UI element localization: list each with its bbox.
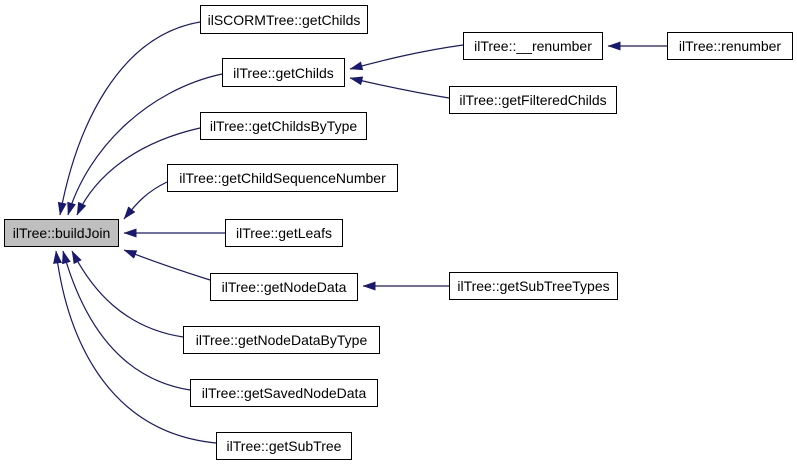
node-label: ilTree::getChildsByType	[209, 118, 358, 134]
node-ilscormtree-getchilds[interactable]: ilSCORMTree::getChilds	[200, 5, 368, 34]
node-getchildsbytype[interactable]: ilTree::getChildsByType	[200, 112, 367, 140]
edge-getfilteredchilds-to-getchilds	[349, 76, 450, 99]
node-buildjoin: ilTree::buildJoin	[4, 219, 119, 247]
edge-gettchilds-to-buildjoin	[67, 73, 223, 216]
edge-getsubtree-to-buildjoin	[53, 250, 217, 444]
node-getchildsequencenumber[interactable]: ilTree::getChildSequenceNumber	[167, 164, 398, 192]
edge-renumber-internal-to-getchilds	[349, 44, 464, 71]
node-label: ilTree::getFilteredChilds	[459, 92, 607, 108]
node-getchilds[interactable]: ilTree::getChilds	[222, 58, 345, 87]
node-label: ilTree::__renumber	[474, 38, 592, 54]
node-getsubtreetypes[interactable]: ilTree::getSubTreeTypes	[449, 272, 618, 300]
edge-getchildsbytype-to-buildjoin	[76, 127, 201, 216]
node-label: ilTree::getSubTree	[226, 438, 342, 454]
node-label: ilTree::getLeafs	[236, 225, 332, 241]
edge-ilscormtree-getchilds-to-buildjoin	[57, 21, 201, 216]
edge-getnodedatabytype-to-buildjoin	[71, 250, 184, 338]
node-label: ilTree::buildJoin	[12, 225, 111, 241]
node-renumber-internal[interactable]: ilTree::__renumber	[463, 32, 603, 60]
node-label: ilSCORMTree::getChilds	[207, 11, 361, 28]
node-label: ilTree::getNodeData	[221, 279, 347, 295]
node-getnodedatabytype[interactable]: ilTree::getNodeDataByType	[183, 326, 380, 354]
edge-getnodedata-to-buildjoin	[123, 249, 211, 281]
node-getfilteredchilds[interactable]: ilTree::getFilteredChilds	[449, 86, 617, 114]
node-getnodedata[interactable]: ilTree::getNodeData	[210, 273, 358, 301]
node-getsavednodedata[interactable]: ilTree::getSavedNodeData	[190, 379, 378, 407]
node-label: ilTree::getSavedNodeData	[201, 385, 367, 401]
node-label: ilTree::getChildSequenceNumber	[179, 170, 386, 186]
node-getsubtree[interactable]: ilTree::getSubTree	[216, 432, 352, 460]
node-getleafs[interactable]: ilTree::getLeafs	[225, 219, 343, 247]
edge-getsavednodedata-to-buildjoin	[62, 250, 191, 391]
node-renumber[interactable]: ilTree::renumber	[667, 32, 793, 60]
edge-getchildsequencenumber-to-buildjoin	[123, 181, 168, 220]
node-label: ilTree::getNodeDataByType	[195, 332, 368, 348]
node-label: ilTree::getChilds	[233, 64, 334, 81]
node-label: ilTree::renumber	[678, 38, 782, 54]
node-label: ilTree::getSubTreeTypes	[457, 278, 610, 294]
